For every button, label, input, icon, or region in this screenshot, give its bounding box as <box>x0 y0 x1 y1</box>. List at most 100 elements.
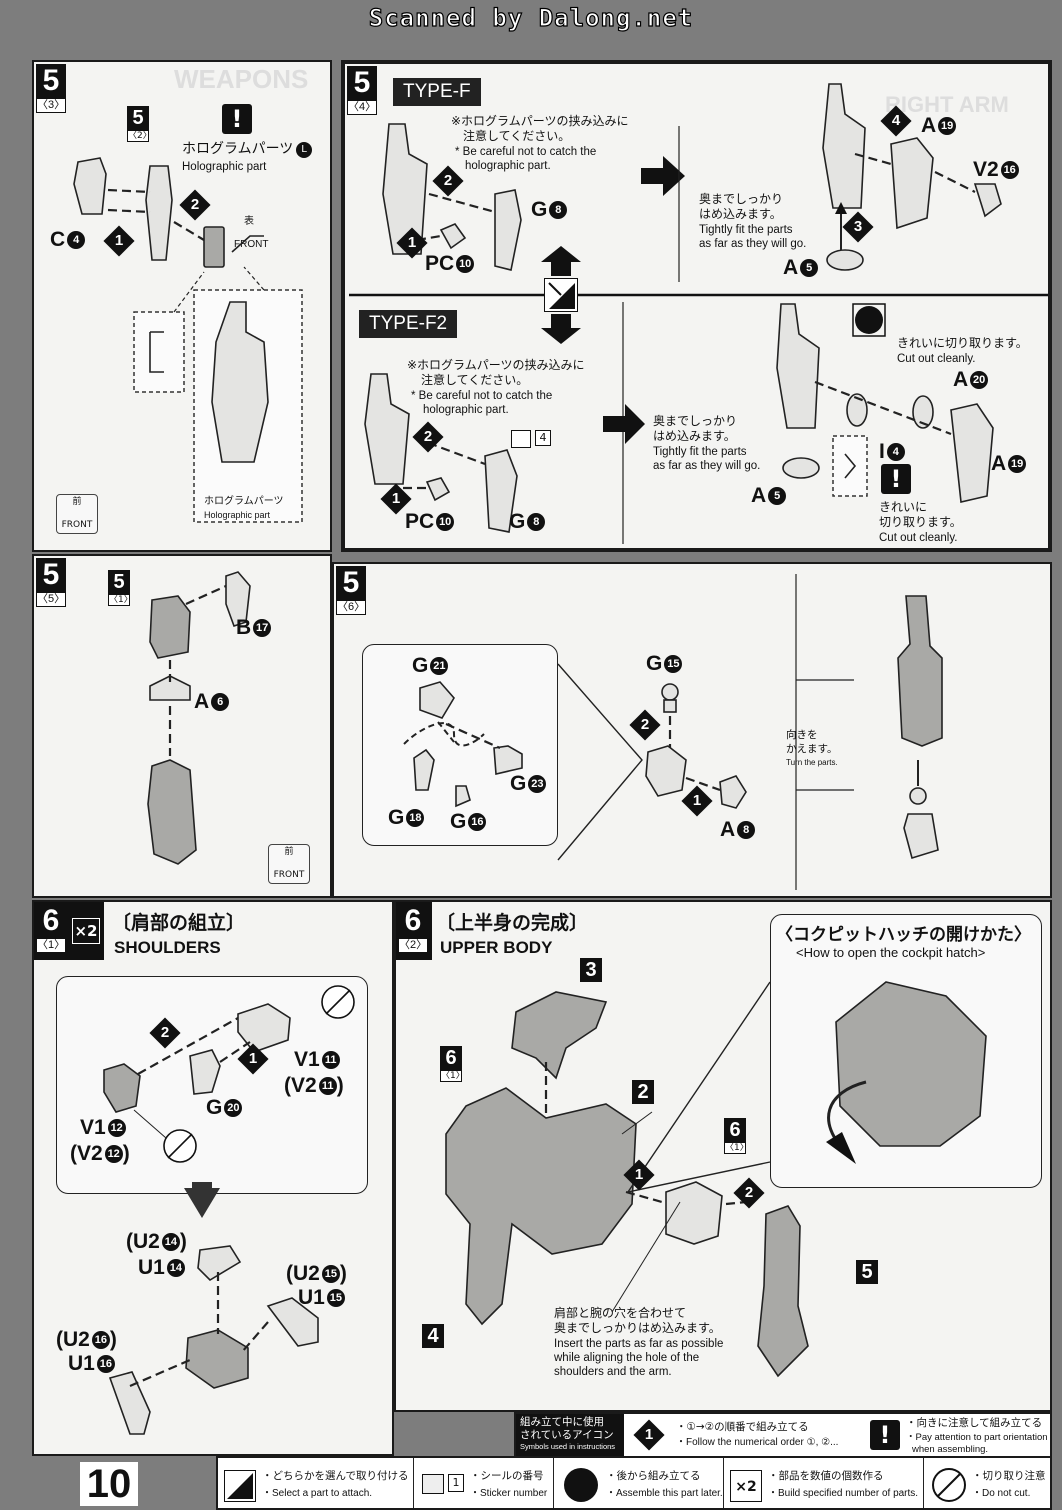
legend-nocut: ・切り取り注意 ・Do not cut. <box>924 1458 1050 1508</box>
step-number: 5 <box>36 64 66 98</box>
step-number: 6 <box>398 904 428 938</box>
front-jp: 表 <box>244 216 254 227</box>
tight2-jp-2: はめ込みます。 <box>653 429 736 443</box>
orient-en-1: ・Pay attention to part orientation <box>906 1432 1048 1443</box>
section-title-en: UPPER BODY <box>440 938 553 957</box>
caution-icon: ! <box>222 104 252 134</box>
step-number: 5 <box>36 558 66 592</box>
legend-select-en: ・Select a part to attach. <box>262 1488 373 1499</box>
insert-en-3: shoulders and the arm. <box>554 1366 672 1378</box>
order-4-icon: 4 <box>880 105 912 137</box>
order-1-icon: 1 <box>681 785 713 817</box>
ref-2: 2 <box>632 1080 654 1104</box>
turn-en: Turn the parts. <box>786 758 838 767</box>
cut2-jp-2: 切り取ります。 <box>879 515 962 529</box>
section-title-en: SHOULDERS <box>114 938 221 957</box>
order-2-icon: 2 <box>432 165 464 197</box>
legend-title-jp-2: されているアイコン <box>520 1429 614 1441</box>
ref-sub: 〈1〉 <box>108 594 133 606</box>
holo2-jp: ホログラムパーツ <box>204 496 284 507</box>
legend-multiply-jp: ・部品を数値の個数作る <box>768 1470 884 1482</box>
ref-5: 5 <box>856 1260 878 1284</box>
section-title-jp: 〔上半身の完成〕 <box>436 912 589 934</box>
step-number: 5 <box>336 566 366 600</box>
legend-later-en: ・Assemble this part later. <box>606 1488 723 1499</box>
sticker-num: 1 <box>448 1474 464 1492</box>
order-2-icon: 2 <box>412 421 444 453</box>
scanner-credit: Scanned by Dalong.net <box>368 3 694 32</box>
holo-code-badge: L <box>296 142 312 158</box>
legend-nocut-en: ・Do not cut. <box>972 1488 1031 1499</box>
tight-en-1: Tightly fit the parts <box>699 224 793 236</box>
order-icon: 1 <box>633 1419 665 1451</box>
legend-multiply-en: ・Build specified number of parts. <box>768 1488 919 1499</box>
ref-4: 4 <box>422 1324 444 1348</box>
legend-nocut-jp: ・切り取り注意 <box>972 1470 1046 1482</box>
step-sub: 〈2〉 <box>398 938 428 953</box>
front-en: FRONT <box>234 239 269 250</box>
ref-sub: 〈2〉 <box>127 130 152 142</box>
bg-heading: WEAPONS <box>174 64 309 94</box>
order-1-icon: 1 <box>103 225 135 257</box>
select-part-icon <box>544 278 578 312</box>
step-5-4-panel: RIGHT ARM 5 〈4〉 TYPE-F ※ホログラムパーツの挟み込みに 注… <box>341 60 1052 552</box>
note2-jp-2: 注意してください。 <box>421 373 529 387</box>
insert-en-2: while aligning the hole of the <box>554 1352 700 1364</box>
insert-en-1: Insert the parts as far as possible <box>554 1338 724 1350</box>
holo-label-en: Holographic part <box>182 161 267 173</box>
type-f-diagram <box>349 83 1048 544</box>
step-6-1-diagram <box>103 985 355 1435</box>
step-5-6-diagram <box>403 574 943 890</box>
upper-body-diagram <box>445 981 987 1378</box>
later-icon <box>564 1468 598 1502</box>
hatch-title-en: <How to open the cockpit hatch> <box>796 945 986 960</box>
note2-en-1: * Be careful not to catch the <box>411 390 553 402</box>
note2-jp-1: ※ホログラムパーツの挟み込みに <box>407 358 585 372</box>
legend-sticker: 1 ・シールの番号 ・Sticker number <box>414 1458 554 1508</box>
step-sub: 〈1〉 <box>36 938 66 953</box>
tight-jp-1: 奥までしっかり <box>699 192 784 206</box>
tight-jp-2: はめ込みます。 <box>699 207 782 221</box>
note-jp-1: ※ホログラムパーツの挟み込みに <box>451 114 629 128</box>
cut2-en: Cut out cleanly. <box>879 532 958 544</box>
orient-icon: ! <box>870 1420 900 1450</box>
multiplier-badge: ×2 <box>72 918 100 944</box>
tight-en-2: as far as they will go. <box>699 238 807 250</box>
cut2-jp-1: きれいに <box>879 500 928 514</box>
sticker-number: 4 <box>535 430 551 446</box>
legend-later-jp: ・後から組み立てる <box>606 1470 701 1482</box>
legend-title: 組み立て中に使用 されているアイコン Symbols used in instr… <box>516 1414 624 1456</box>
hand-detail-box <box>362 644 558 846</box>
ref-6b: 6 <box>724 1118 746 1142</box>
note-en-2: holographic part. <box>465 160 551 172</box>
step-number: 5 <box>347 66 377 100</box>
note-jp-2: 注意してください。 <box>463 129 571 143</box>
note-en-1: * Be careful not to catch the <box>455 146 597 158</box>
turn-jp-2: かえます。 <box>786 743 838 755</box>
legend-sticker-jp: ・シールの番号 <box>470 1470 544 1482</box>
tight2-en-1: Tightly fit the parts <box>653 446 747 458</box>
step-5-5-diagram <box>147 571 251 865</box>
insert-jp-2: 奥までしっかりはめ込みます。 <box>554 1321 721 1335</box>
select-icon <box>224 1470 256 1502</box>
ref-step: 5 <box>127 106 149 130</box>
